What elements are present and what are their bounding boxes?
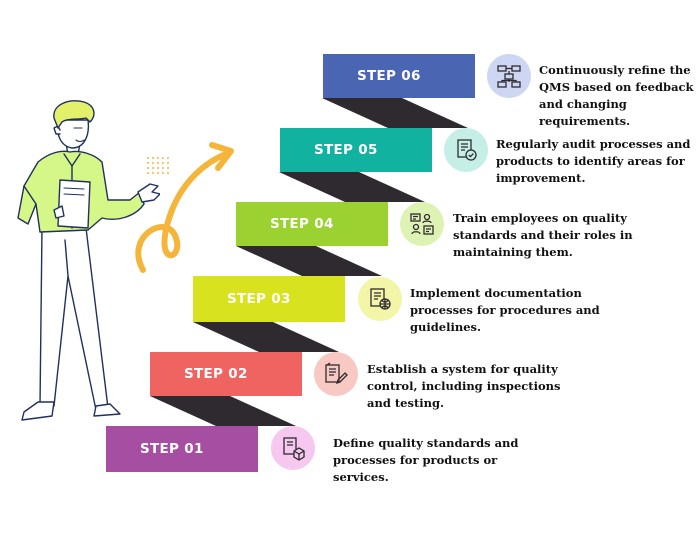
- riser-3-4: [236, 246, 382, 276]
- audit-document-check-icon: [444, 128, 488, 172]
- step-01-bar: STEP 01: [106, 426, 258, 472]
- man-holding-paper-illustration: [17, 100, 160, 421]
- step-06-label: STEP 06: [357, 68, 421, 84]
- step-05-description: Regularly audit processes and products t…: [496, 137, 691, 185]
- step-06-description: Continuously refine the QMS based on fee…: [539, 63, 694, 128]
- riser-5-6: [322, 98, 468, 128]
- step-05-label: STEP 05: [314, 142, 378, 158]
- step-05-bar: STEP 05: [280, 128, 432, 172]
- feedback-flowchart-icon: [487, 54, 531, 98]
- step-01-description: Define quality standards and processes f…: [333, 436, 519, 484]
- step-03-bar: STEP 03: [193, 276, 345, 322]
- step-04-label: STEP 04: [270, 216, 334, 232]
- step-03-label: STEP 03: [227, 291, 291, 307]
- riser-4-5: [279, 172, 425, 202]
- step-02-description: Establish a system for quality control, …: [367, 362, 561, 410]
- step-03-description: Implement documentation processes for pr…: [410, 286, 600, 334]
- step-02-label: STEP 02: [184, 366, 248, 382]
- riser-2-3: [193, 322, 339, 352]
- documentation-globe-icon: [358, 277, 402, 321]
- riser-1-2: [150, 396, 296, 426]
- step-04-description: Train employees on quality standards and…: [453, 211, 633, 259]
- training-people-icon: [400, 202, 444, 246]
- step-04-bar: STEP 04: [236, 202, 388, 246]
- dot-grid-decoration: [147, 157, 169, 174]
- step-01-label: STEP 01: [140, 441, 204, 457]
- step-02-bar: STEP 02: [150, 352, 302, 396]
- product-box-icon: [271, 426, 315, 470]
- inspection-checklist-icon: [314, 352, 358, 396]
- step-06-bar: STEP 06: [323, 54, 475, 98]
